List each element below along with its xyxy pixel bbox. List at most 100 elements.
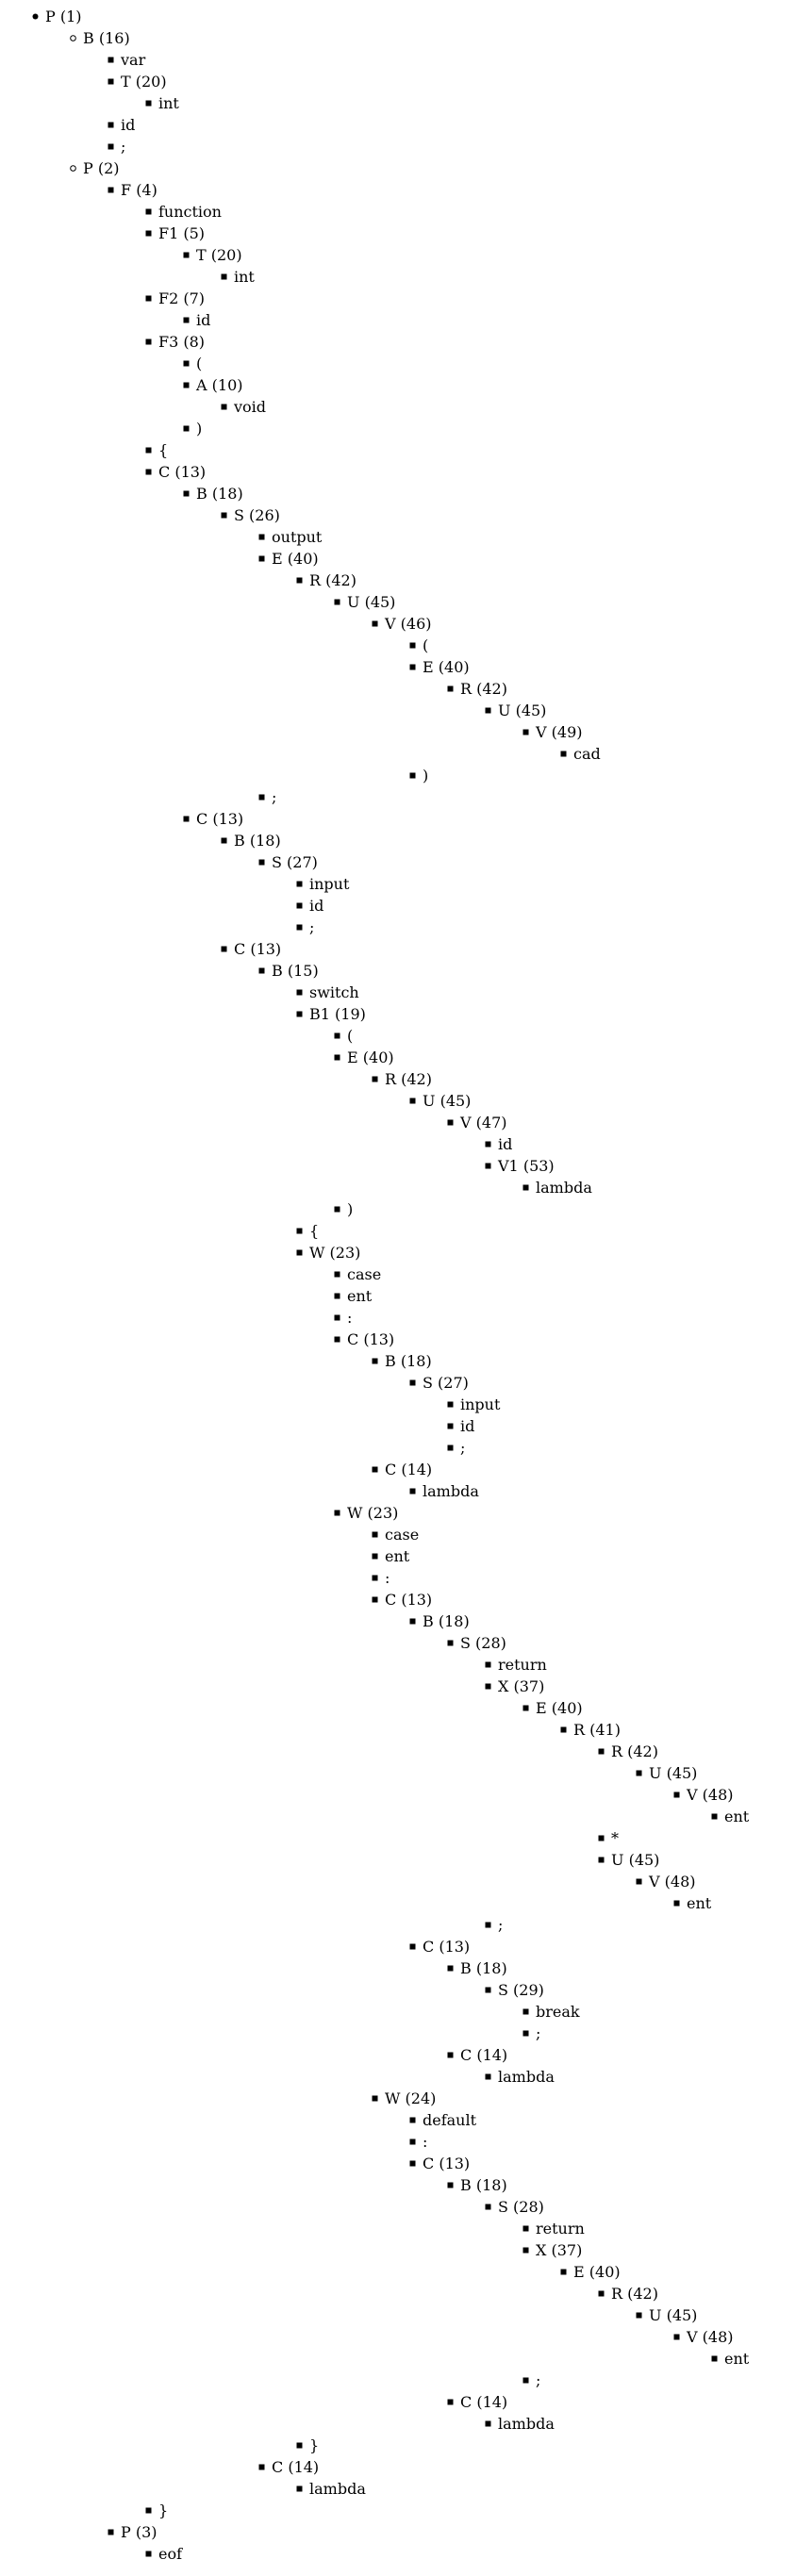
bullet-square-icon (221, 396, 234, 418)
tree-node: C (14) (372, 1459, 432, 1480)
tree-node: T (20) (108, 71, 167, 92)
tree-node-label: ent (385, 1547, 410, 1565)
bullet-square-icon (409, 765, 423, 786)
tree-node: W (23) (296, 1242, 360, 1263)
tree-node: C (13) (372, 1589, 432, 1610)
tree-node: U (45) (409, 1090, 472, 1112)
tree-node-label: C (13) (423, 1938, 471, 1956)
bullet-square-icon (409, 1936, 423, 1957)
bullet-square-icon (447, 1632, 460, 1654)
tree-node-label: C (13) (196, 810, 244, 828)
tree-node-label: U (45) (611, 1851, 660, 1869)
bullet-square-icon (711, 1806, 724, 1827)
bullet-square-icon (447, 1957, 460, 1979)
tree-node: R (41) (560, 1719, 621, 1741)
tree-node: S (28) (485, 2196, 544, 2218)
bullet-square-icon (296, 916, 309, 938)
tree-node: * (598, 1827, 619, 1849)
bullet-square-icon (145, 223, 158, 244)
bullet-square-icon (372, 1567, 385, 1589)
bullet-square-icon (334, 1025, 347, 1047)
bullet-square-icon (334, 591, 347, 613)
tree-node-label: : (385, 1569, 390, 1587)
tree-node-label: ; (309, 918, 315, 936)
tree-node: ( (409, 635, 428, 656)
bullet-square-icon (221, 938, 234, 960)
tree-node: ; (258, 786, 276, 808)
tree-node: : (372, 1567, 390, 1589)
tree-node-label: break (536, 2003, 580, 2021)
bullet-square-icon (522, 721, 536, 743)
tree-node: ( (334, 1025, 353, 1047)
tree-node-label: C (13) (158, 463, 207, 481)
tree-node: T (20) (183, 244, 242, 266)
tree-node: R (42) (447, 678, 507, 700)
tree-node: R (42) (372, 1068, 432, 1090)
bullet-square-icon (334, 1263, 347, 1285)
bullet-square-icon (258, 960, 272, 982)
tree-node-label: U (45) (423, 1092, 472, 1110)
bullet-square-icon (145, 288, 158, 309)
tree-node-label: V (48) (687, 1786, 734, 1804)
bullet-square-icon (372, 613, 385, 635)
tree-node-label: U (45) (347, 593, 396, 611)
bullet-square-icon (447, 2044, 460, 2066)
tree-node: F2 (7) (145, 288, 206, 309)
bullet-square-icon (673, 1892, 687, 1914)
tree-node-label: U (45) (649, 2306, 698, 2324)
tree-node-label: ent (347, 1287, 373, 1305)
tree-node-label: int (158, 94, 179, 112)
tree-node-label: C (14) (460, 2046, 508, 2064)
bullet-square-icon (296, 2478, 309, 2500)
tree-node-label: lambda (423, 1482, 479, 1500)
tree-node: E (40) (258, 548, 319, 570)
tree-node-label: R (42) (385, 1070, 432, 1088)
bullet-square-icon (673, 1784, 687, 1806)
tree-node-label: } (158, 2502, 169, 2519)
tree-node: R (42) (598, 1741, 658, 1762)
tree-node: case (334, 1263, 381, 1285)
bullet-square-icon (522, 2370, 536, 2391)
tree-node-label: input (460, 1395, 501, 1413)
tree-node-label: B (18) (234, 832, 281, 850)
tree-node: B (18) (447, 2174, 507, 2196)
bullet-square-icon (108, 49, 121, 71)
tree-node: S (27) (258, 851, 318, 873)
tree-node: ent (372, 1545, 410, 1567)
tree-node: output (258, 526, 322, 548)
tree-node: F (4) (108, 179, 158, 201)
bullet-square-icon (334, 1285, 347, 1307)
tree-node: F3 (8) (145, 331, 206, 353)
tree-node: ; (522, 2023, 540, 2044)
tree-node: E (40) (334, 1047, 394, 1068)
tree-node-label: E (40) (272, 550, 319, 568)
tree-node: } (296, 2435, 319, 2456)
tree-node: id (183, 309, 210, 331)
bullet-square-icon (598, 2283, 611, 2304)
tree-node-label: lambda (536, 1179, 592, 1197)
tree-node-label: return (498, 1656, 547, 1674)
tree-node-label: var (121, 51, 146, 69)
tree-node-label: P (1) (45, 8, 82, 25)
tree-node-label: F3 (8) (158, 333, 206, 351)
bullet-square-icon (372, 1068, 385, 1090)
tree-node: V (48) (636, 1871, 696, 1892)
bullet-square-icon (409, 1610, 423, 1632)
bullet-square-icon (183, 418, 196, 439)
tree-node-label: ent (687, 1894, 712, 1912)
tree-node-label: V (48) (649, 1873, 696, 1891)
tree-node: X (37) (522, 2239, 582, 2261)
tree-node: C (13) (221, 938, 281, 960)
bullet-square-icon (447, 678, 460, 700)
bullet-circle-icon (70, 27, 83, 49)
tree-node: ) (183, 418, 202, 439)
bullet-square-icon (221, 830, 234, 851)
bullet-square-icon (485, 1133, 498, 1155)
bullet-square-icon (183, 309, 196, 331)
tree-node: C (13) (334, 1329, 394, 1350)
tree-node-label: F2 (7) (158, 289, 206, 307)
bullet-square-icon (485, 1155, 498, 1177)
tree-node-label: ( (196, 355, 203, 372)
tree-node: default (409, 2109, 476, 2131)
tree-node: ) (409, 765, 428, 786)
